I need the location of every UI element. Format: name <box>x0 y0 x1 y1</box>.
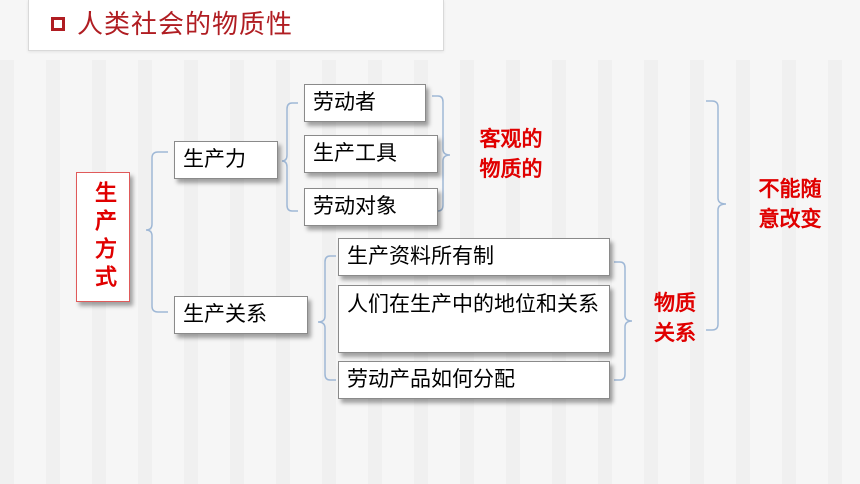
bracket-root <box>145 151 168 313</box>
label-cannot-change: 不能随 意改变 <box>758 177 822 231</box>
node-tools: 生产工具 <box>304 135 438 173</box>
title-bar: 人类社会的物质性 <box>28 0 444 51</box>
node-productive-forces: 生产力 <box>174 141 278 179</box>
node-distribution: 劳动产品如何分配 <box>338 361 610 399</box>
node-status-relations: 人们在生产中的地位和关系 <box>338 285 610 353</box>
label-objective-material: 客观的 物质的 <box>479 127 543 181</box>
bracket-relations <box>317 255 336 381</box>
bracket-productive-forces <box>281 102 298 212</box>
node-laborer: 劳动者 <box>304 84 426 122</box>
node-relations-of-production: 生产关系 <box>174 296 308 334</box>
bracket-material-relations <box>614 261 633 381</box>
node-mode-of-production: 生产方式 <box>76 172 130 302</box>
node-ownership: 生产资料所有制 <box>338 238 610 276</box>
bracket-objective-material <box>432 95 451 212</box>
node-objects-of-labor: 劳动对象 <box>304 188 438 226</box>
page-title: 人类社会的物质性 <box>77 10 294 40</box>
bracket-conclusion <box>706 100 727 331</box>
checkbox-icon <box>51 17 65 31</box>
label-material-relations: 物质 关系 <box>654 291 696 345</box>
